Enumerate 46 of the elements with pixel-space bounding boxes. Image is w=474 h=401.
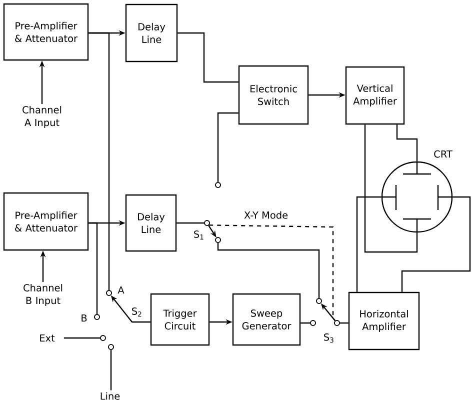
switch-label: S$_{3}$	[322, 332, 336, 344]
connector-line	[300, 322, 310, 324]
connector-line	[110, 350, 112, 390]
terminal	[100, 335, 106, 341]
connector-line	[176, 222, 204, 224]
mode-label: X-Y Mode	[242, 210, 290, 220]
switch-label: S$_{1}$	[192, 229, 206, 241]
block-box: Delay Line	[125, 194, 177, 252]
terminal	[108, 344, 114, 350]
input-label: Line	[100, 392, 120, 400]
block-box: Sweep Generator	[232, 293, 301, 346]
terminal	[94, 314, 100, 320]
input-label: Channel A Input	[22, 106, 62, 128]
dashed-link	[209, 224, 336, 322]
terminal	[106, 290, 112, 296]
terminal	[215, 182, 221, 188]
connector-line	[217, 243, 320, 298]
terminal	[334, 320, 340, 326]
node-label: CRT	[434, 150, 452, 158]
block-box: Delay Line	[125, 4, 178, 62]
connector-line	[217, 112, 238, 182]
terminal	[204, 220, 210, 226]
block-box: Pre-Amplifier & Attenuator	[3, 192, 89, 251]
block-box: Vertical Amplifier	[345, 66, 405, 125]
switch-label: S$_{2}$	[130, 306, 144, 318]
connector-line	[364, 124, 418, 253]
connector-line	[340, 322, 348, 324]
block-box: Horizontal Amplifier	[348, 292, 420, 350]
input-label: Ext	[40, 334, 55, 342]
switch-label: A	[116, 285, 126, 295]
connector-line	[401, 196, 471, 292]
connector-line	[356, 196, 382, 292]
block-box: Pre-Amplifier & Attenuator	[3, 3, 89, 61]
connector-line	[64, 337, 100, 339]
terminal	[215, 237, 221, 243]
terminal	[316, 298, 322, 304]
block-box: Trigger Circuit	[150, 293, 210, 346]
switch-label: B	[79, 313, 89, 323]
connector-line	[88, 32, 110, 290]
input-label: Channel B Input	[24, 284, 62, 306]
connector-line	[396, 124, 418, 162]
connector-line	[88, 222, 98, 314]
crt-tube: CRT	[381, 150, 453, 233]
terminal	[310, 320, 316, 326]
connector-line	[178, 32, 238, 83]
block-box: Electronic Switch	[238, 65, 309, 125]
